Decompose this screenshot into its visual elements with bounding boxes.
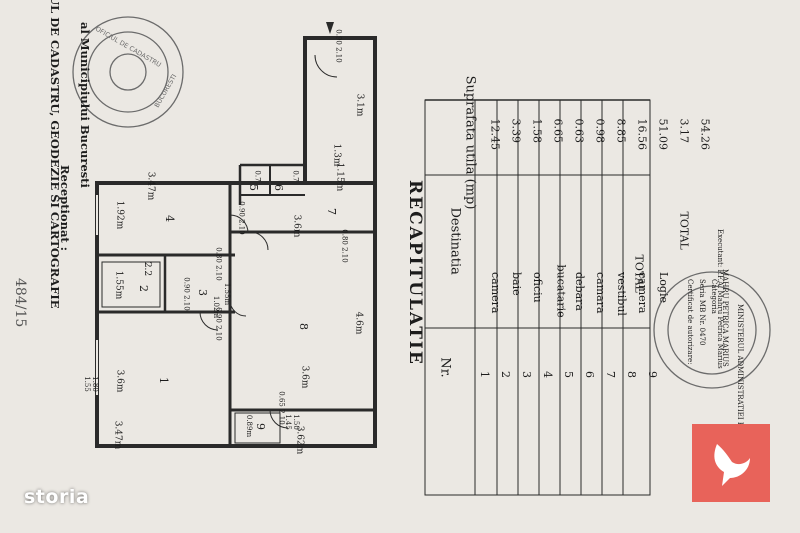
- room-3: 3: [196, 289, 209, 296]
- dim-r8-width: 3.6m: [299, 365, 310, 389]
- table-row-destinatia: debara: [573, 272, 586, 311]
- table-row-destinatia: baie: [510, 272, 523, 296]
- dim-r9: 3.62m: [294, 425, 305, 455]
- recap-table-grid: [424, 99, 651, 496]
- dim-side1: 1.55: [82, 376, 91, 392]
- top-number: 484/15: [12, 278, 28, 328]
- brand-wordmark: storia: [24, 486, 90, 508]
- table-row-nr: 2: [499, 371, 512, 378]
- dim-door1: 0.90 2.10: [214, 307, 223, 341]
- extra-row-label: Logie: [657, 272, 670, 303]
- sig-line2: Seria MB Nr. 0470: [698, 279, 706, 346]
- room-2: 2: [137, 285, 150, 292]
- dim-r4-width: 3.47m: [145, 171, 156, 201]
- dim-r7: 3.6m: [291, 214, 302, 238]
- dim-r2: 2.2: [142, 261, 153, 277]
- sig-line1: Certificat de autorizare:: [686, 279, 694, 365]
- grand-total-label: TOTAL: [677, 211, 691, 250]
- table-title: RECAPITULATIE: [405, 180, 425, 366]
- dim-door2: 0.80 2.10: [214, 247, 223, 281]
- table-row-nr: 6: [583, 371, 596, 378]
- dim-door4: 0.90 2.10: [237, 201, 246, 235]
- dim-side2: 1.80: [90, 376, 99, 392]
- sig-author: Executant: P.F.A. Mahru Petrica Marius: [716, 229, 724, 369]
- table-row-suprafata: 0.63: [572, 118, 586, 144]
- table-row-suprafata: 1.58: [530, 118, 544, 144]
- table-row-suprafata: 3.39: [509, 118, 523, 144]
- table-row-nr: 3: [520, 371, 533, 378]
- brand-logo: [692, 424, 770, 502]
- dim-w2: 1.55m: [223, 282, 232, 306]
- dim-r4-height: 1.92m: [114, 200, 125, 230]
- extra-row-value: 3.17: [677, 118, 691, 144]
- table-row-destinatia: camera: [489, 272, 502, 314]
- table-row-suprafata: 6.65: [551, 118, 565, 144]
- table-row-nr: 4: [541, 371, 554, 378]
- floor-plan: [95, 22, 377, 448]
- dim-d2: 0.7: [291, 170, 300, 182]
- bird-icon: [714, 444, 750, 486]
- dim-side3: 0.89m: [245, 414, 254, 438]
- room-8: 8: [297, 323, 310, 330]
- dim-d1: 0.7: [253, 170, 262, 182]
- room-1: 1: [157, 377, 170, 384]
- dim-r2b: 1.55m: [113, 270, 124, 300]
- table-row-suprafata: 16.56: [635, 118, 649, 151]
- table-row-destinatia: oficiu: [531, 272, 544, 303]
- total-label: TOTAL: [632, 254, 646, 293]
- total-value: 51.09: [656, 118, 670, 151]
- dim-r1-height: 3.6m: [114, 369, 125, 393]
- dim-corridor: 3.1m: [354, 93, 365, 117]
- dim-side5: 1.50: [291, 414, 300, 430]
- dim-r8-height: 4.6m: [353, 311, 364, 335]
- table-row-nr: 5: [562, 371, 575, 378]
- dim-c2: 1.15m: [334, 162, 345, 192]
- dim-entry: 0.90 2.10: [334, 29, 343, 63]
- header-city: al Municipiului Bucuresti: [78, 22, 92, 188]
- table-row-nr: 7: [604, 371, 617, 378]
- table-row-destinatia: vestibul: [615, 272, 628, 316]
- table-row-nr: 1: [478, 371, 491, 378]
- col-header-nr: Nr.: [437, 357, 453, 378]
- table-row-nr: 8: [625, 371, 638, 378]
- col-header-destinatia: Destinatia: [447, 207, 463, 275]
- authorization-stamp: [653, 271, 771, 389]
- extra-row-nr: 9: [646, 371, 659, 378]
- dim-door6: 0.65 2.10: [277, 391, 286, 425]
- room-4: 4: [163, 215, 176, 222]
- table-row-suprafata: 0.98: [593, 118, 607, 144]
- dim-door3: 0.80 2.10: [340, 229, 349, 263]
- header-receptionat: Receptionat :: [58, 165, 72, 251]
- room-9: 9: [254, 423, 267, 430]
- room-5: 5: [247, 184, 260, 191]
- grand-total-value: 54.26: [698, 118, 712, 151]
- room-6: 6: [272, 184, 285, 191]
- table-row-destinatia: camara: [594, 272, 607, 314]
- table-row-suprafata: 12.45: [488, 118, 502, 151]
- col-header-suprafata: Suprafata utila (mp): [462, 75, 478, 210]
- table-row-suprafata: 8.85: [614, 118, 628, 144]
- dim-r1-width: 3.47m: [112, 420, 123, 450]
- table-row-destinatia: bucatarie: [554, 264, 568, 318]
- room-7: 7: [325, 208, 338, 215]
- dim-door5: 0.90 2.10: [182, 277, 191, 311]
